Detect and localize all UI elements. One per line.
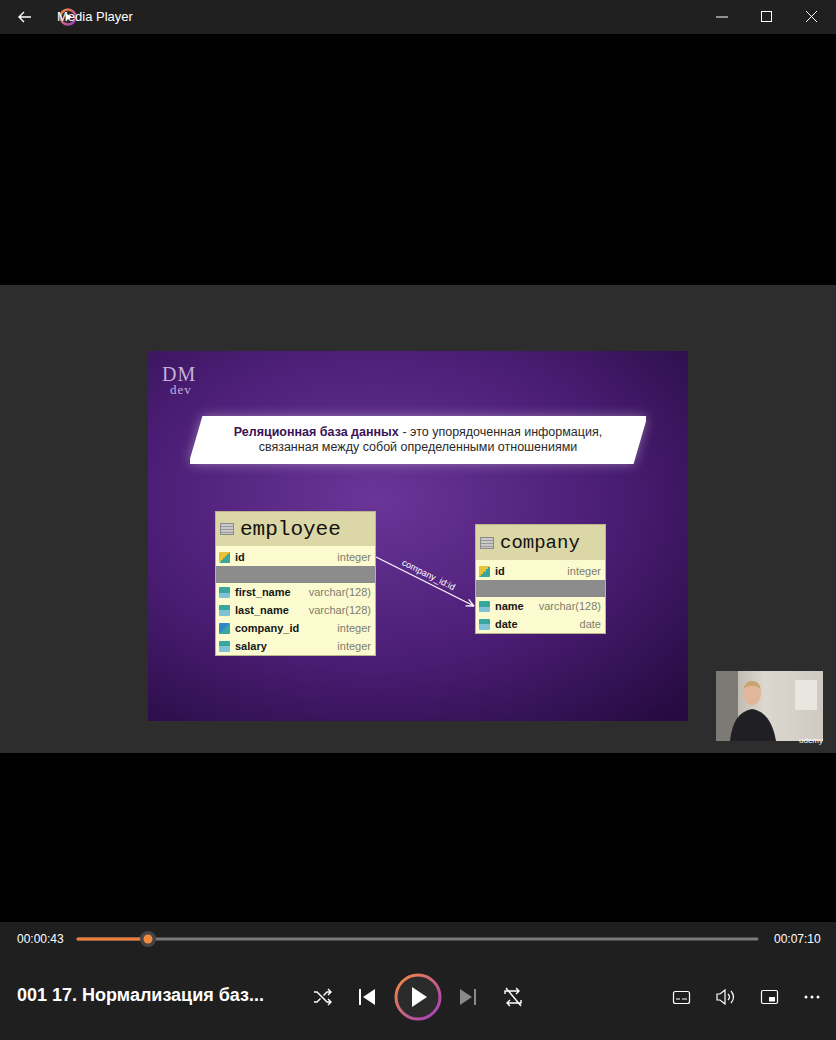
next-icon [460,989,472,1005]
time-total: 00:07:10 [774,932,821,946]
table-row: date date [476,615,605,633]
table-entity: company id integer namevarchar(128) date date [475,524,606,634]
term: Реляционная база данных [234,425,399,439]
key-icon [479,566,490,577]
relation-arrow [376,557,474,606]
table-row: id integer [476,562,605,580]
column-name: id [495,565,505,577]
table-name: employee [240,518,341,541]
table-icon [220,523,234,535]
video-title: 001 17. Нормализация баз... [17,985,264,1006]
progress-thumb [140,931,156,947]
column-name: last_name [235,604,289,616]
column-icon [219,605,230,616]
table-entity: employeeidintegerfirst_namevarchar(128)l… [215,511,376,656]
more-dot [817,996,820,999]
play-button [396,975,440,1019]
column-type: varchar(128) [297,586,371,598]
progress-track [78,938,757,941]
column-type: integer [325,622,371,634]
table-body: idintegerfirst_namevarchar(128)last_name… [216,548,375,655]
table-row: last_name varchar(128) [216,601,375,619]
volume-icon [717,990,725,1004]
column-type: integer [325,640,371,652]
callout-text: Реляционная база данных- это упорядоченн… [223,416,613,464]
column-icon [479,601,490,612]
column-type: varchar(128) [297,604,371,616]
table-row: salary integer [216,637,375,655]
table-header: company [476,525,605,560]
control-bar [0,922,836,1040]
table-row: id integer [216,548,375,566]
previous-icon [363,989,375,1005]
column-name: date [495,618,518,630]
more-dot [805,996,808,999]
close-icon [806,11,817,22]
next-icon-bar [474,989,476,1005]
column-type: varchar(128) [527,600,601,612]
key-icon [219,552,230,563]
miniplayer-icon [762,991,778,1004]
webcam-person-body [730,709,776,741]
app-title: Media Player [57,9,133,24]
miniplayer-icon-inner [769,997,775,1002]
progress-fill [78,938,148,941]
column-name: name [495,600,524,612]
time-elapsed: 00:00:43 [17,932,64,946]
back-icon [19,12,31,22]
minimize-icon [716,17,728,18]
column-icon [479,619,490,630]
subtitles-icon-lines [676,998,687,999]
watermark-logo-sub: dev [170,382,192,398]
table-row: first_name varchar(128) [216,583,375,601]
play-icon [412,987,427,1007]
maximize-icon [762,12,772,22]
table-body: id integer namevarchar(128) date date [476,562,605,633]
repeat-off-icon [505,988,521,1006]
webcam-frame [716,671,823,741]
table-icon [480,537,494,549]
shuffle-icon [314,989,331,1005]
table-header: employee [216,512,375,546]
key-separator [476,580,605,597]
video-area [0,34,836,922]
column-type: integer [325,551,371,563]
title-bar [0,0,836,34]
webcam-person-hair [743,681,761,690]
column-name: company_id [235,622,299,634]
column-name: id [235,551,245,563]
progress-thumb-dot [144,935,153,944]
video-frame [0,285,836,753]
column-name: first_name [235,586,291,598]
relation-label: company_id:id [400,557,456,592]
previous-icon-bar [359,989,361,1005]
column-name: salary [235,640,267,652]
callout-shape [190,416,646,464]
definition-callout: Реляционная база данных- это упорядоченн… [190,416,646,464]
column-icon [219,587,230,598]
more-dot [811,996,814,999]
table-row: company_id integer [216,619,375,637]
column-icon [219,641,230,652]
slide-background [148,351,688,721]
webcam-wall [795,680,817,710]
key-separator [216,566,375,583]
table-name: company [500,532,580,554]
table-row: namevarchar(128) [476,597,605,615]
column-type: date [568,618,601,630]
foreign-key-icon [219,623,230,634]
volume-waves [728,991,734,1003]
subtitles-icon [674,992,690,1004]
column-type: integer [555,565,601,577]
webcam-watermark: udemy [799,736,823,745]
